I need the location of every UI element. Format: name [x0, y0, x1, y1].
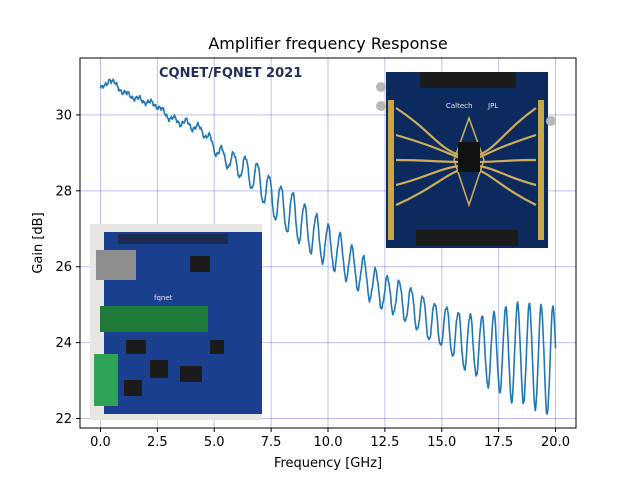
y-axis-label: Gain [dB]	[31, 212, 46, 273]
x-tick-label: 15.0	[427, 435, 456, 450]
y-tick-label: 22	[55, 412, 72, 427]
x-tick-label: 12.5	[370, 435, 399, 450]
x-tick-label: 0.0	[90, 435, 111, 450]
pcb-photo-top-right: Caltech JPL	[376, 72, 556, 248]
gain-series-line	[99, 78, 557, 415]
y-tick-label: 24	[55, 336, 72, 351]
watermark-text: CQNET/FQNET 2021	[159, 66, 302, 81]
pcb-label-jpl: JPL	[487, 102, 498, 110]
y-tick-label: 30	[55, 108, 72, 123]
y-axis-ticks: 22 24 26 28 30	[55, 108, 80, 427]
x-tick-label: 5.0	[204, 435, 225, 450]
x-tick-label: 7.5	[261, 435, 282, 450]
x-axis-label: Frequency [GHz]	[274, 456, 382, 471]
x-tick-label: 2.5	[147, 435, 168, 450]
pcb-label-caltech: Caltech	[446, 102, 472, 110]
pcb-photo-bottom-left: fqnet	[90, 224, 262, 420]
plot-frame	[79, 57, 577, 429]
chart-title: Amplifier frequency Response	[208, 34, 447, 53]
x-axis-ticks: 0.0 2.5 5.0 7.5 10.0 12.5 15.0 17.5 20.0	[90, 428, 570, 450]
pcb-label-fqnet: fqnet	[154, 294, 173, 302]
x-tick-label: 10.0	[314, 435, 343, 450]
x-tick-label: 17.5	[484, 435, 513, 450]
x-tick-label: 20.0	[541, 435, 570, 450]
y-tick-label: 28	[55, 184, 72, 199]
y-tick-label: 26	[55, 260, 72, 275]
